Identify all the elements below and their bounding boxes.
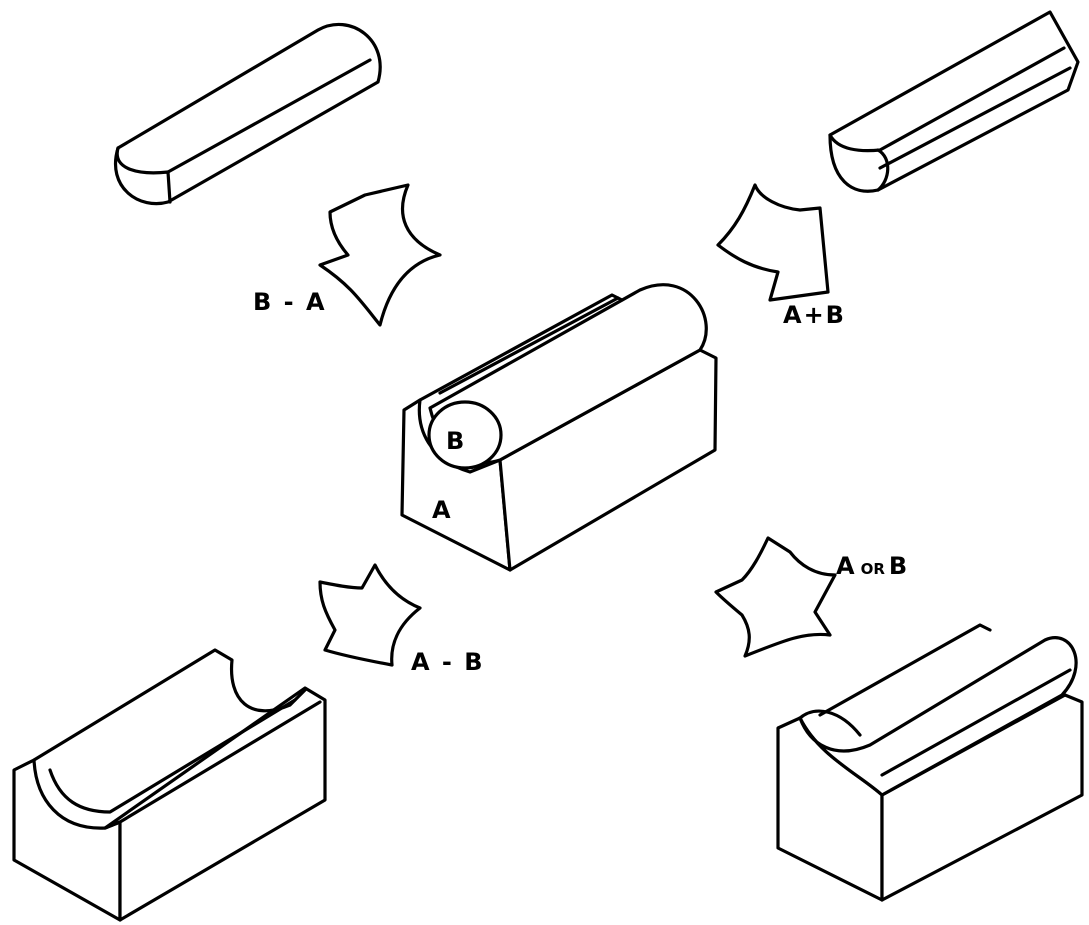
rounded-block-rear-ledge (818, 623, 992, 717)
label-b-minus-a: B - A (253, 288, 327, 316)
label-a-or-b-left: A (836, 552, 857, 580)
result-b-minus-a-half-cylinder (114, 23, 382, 206)
cylinder-b-end-face (427, 400, 503, 470)
arrow-b-minus-a (318, 183, 442, 327)
arrow-a-minus-b (318, 563, 422, 667)
label-a-plus-b: A+B (783, 301, 846, 329)
cylinder-b-label: B (446, 427, 464, 455)
grooved-block-channel-edge (48, 698, 297, 814)
rounded-block-top-arc (798, 709, 862, 737)
result-a-plus-b-bar (828, 10, 1080, 193)
rounded-block-dome (798, 636, 1078, 797)
union-bar-body (828, 10, 1080, 193)
arrow-a-or-b (714, 536, 837, 658)
half-cylinder-flat-edge (166, 58, 372, 174)
half-cylinder-body (114, 23, 382, 206)
union-bar-end-cap (876, 148, 890, 192)
label-a-or-b-right: B (889, 552, 909, 580)
source-block-with-cylinder: B A (400, 283, 718, 572)
result-a-or-b-rounded-block (776, 623, 1084, 902)
label-a-or-b: A OR B (836, 552, 909, 580)
block-a-top-groove (438, 296, 620, 395)
label-a-minus-b: A - B (411, 648, 485, 676)
grooved-block-side-face (103, 686, 327, 922)
grooved-block-front-face (12, 758, 122, 922)
rounded-block-lower-edge (880, 668, 1072, 777)
result-a-minus-b-grooved-block (12, 648, 327, 922)
union-bar-lower-edge (878, 66, 1072, 170)
arrow-a-plus-b (716, 183, 830, 302)
grooved-block-front-rim (103, 700, 322, 830)
label-a-or-b-mid: OR (861, 560, 886, 578)
block-a-label: A (432, 496, 451, 524)
